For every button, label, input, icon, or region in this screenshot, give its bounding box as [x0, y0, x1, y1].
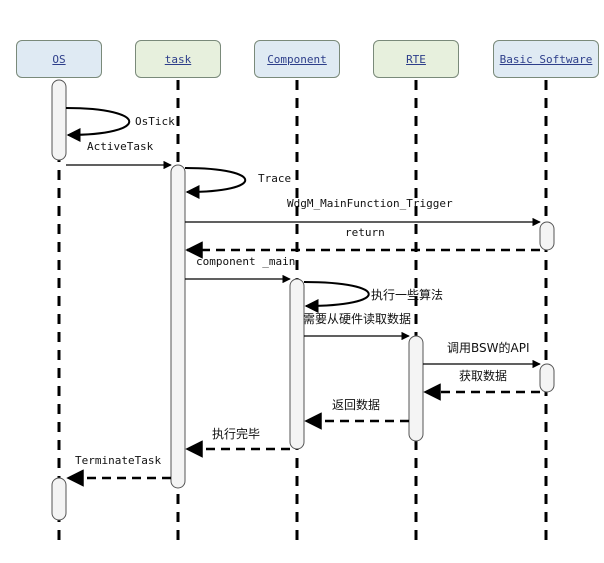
label-ostick: OsTick: [135, 115, 175, 128]
lifeline-header-os: OS: [16, 40, 102, 78]
self-call-exec: [303, 281, 370, 313]
self-call-trace: [184, 167, 247, 199]
label-wdgm: WdgM_MainFunction_Trigger: [287, 197, 453, 210]
label-read-hw: 需要从硬件读取数据: [303, 312, 412, 326]
label-exec-algo: 执行一些算法: [371, 288, 444, 302]
label-call-api: 调用BSW的API: [447, 341, 530, 355]
label-terminate: TerminateTask: [75, 454, 162, 467]
label-component-main: component _main: [196, 255, 296, 268]
activation-bsw-1: [539, 221, 555, 251]
lifeline-header-rte: RTE: [373, 40, 459, 78]
label-get-data: 获取数据: [459, 369, 508, 383]
lifeline-header-component: Component: [254, 40, 340, 78]
label-exec-done: 执行完毕: [212, 427, 261, 441]
activation-bsw-2: [539, 363, 555, 393]
activation-os-1: [51, 79, 67, 161]
activation-os-2: [51, 477, 67, 521]
label-return-data: 返回数据: [332, 398, 381, 412]
lifeline-header-task: task: [135, 40, 221, 78]
label-trace: Trace: [258, 172, 292, 185]
activation-rte: [408, 335, 424, 442]
self-call-ostick: [65, 107, 131, 142]
activation-component: [289, 278, 305, 450]
lifeline-header-bsw: Basic Software: [493, 40, 599, 78]
label-return: return: [345, 226, 385, 239]
activation-task: [170, 164, 186, 489]
label-activetask: ActiveTask: [87, 140, 154, 153]
